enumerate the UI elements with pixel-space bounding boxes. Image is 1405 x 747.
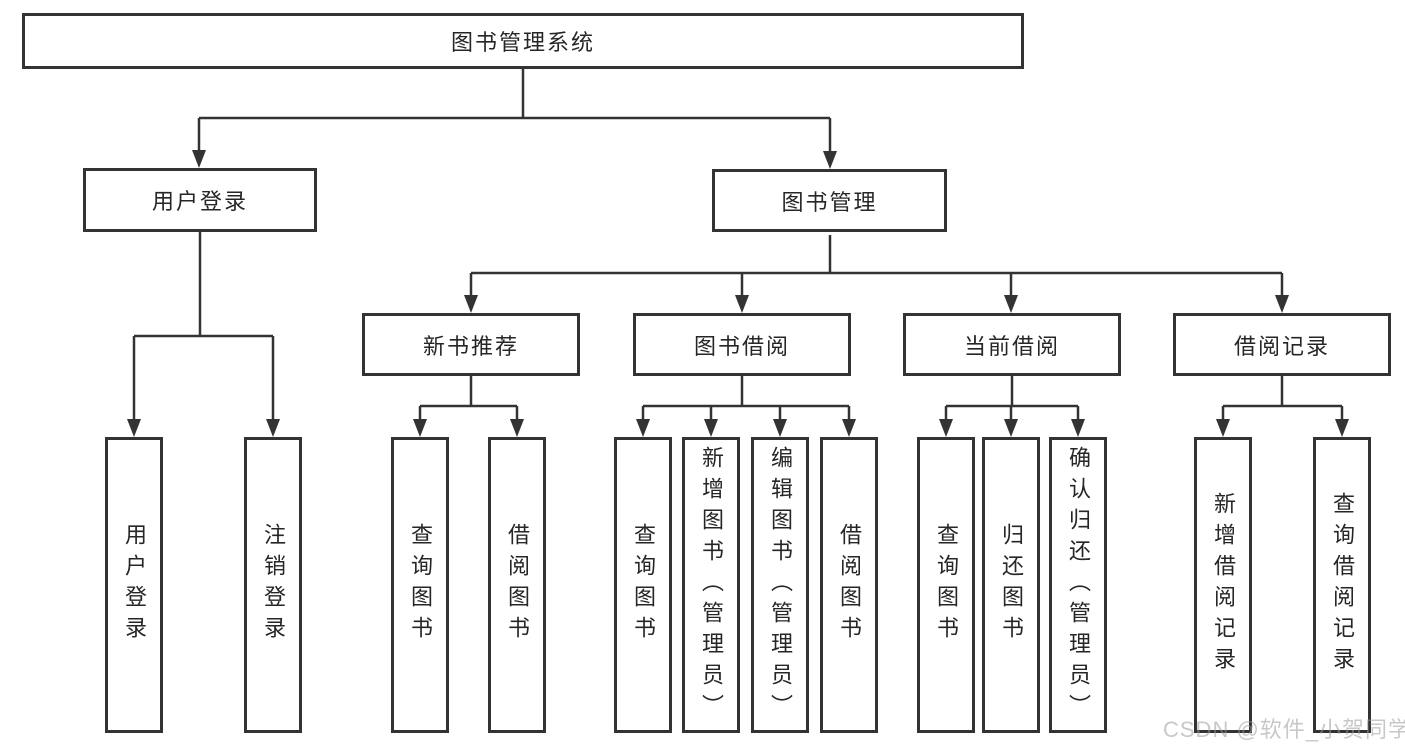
leaf-logout: 注销登录 — [244, 437, 302, 733]
leaf-query-book-current-label: 查询图书 — [934, 523, 959, 647]
leaf-borrow-book-recommend: 借阅图书 — [488, 437, 546, 733]
node-user-login: 用户登录 — [83, 168, 317, 232]
leaf-confirm-return-admin: 确认归还（管理员） — [1049, 437, 1107, 733]
leaf-query-book-recommend-label: 查询图书 — [408, 523, 433, 647]
leaf-add-borrow-record-label: 新增借阅记录 — [1211, 492, 1236, 678]
leaf-query-borrow-record-label: 查询借阅记录 — [1330, 492, 1355, 678]
leaf-user-login: 用户登录 — [105, 437, 163, 733]
node-current-borrow-label: 当前借阅 — [963, 333, 1060, 359]
node-book-management: 图书管理 — [712, 169, 947, 232]
leaf-user-login-label: 用户登录 — [122, 523, 147, 647]
node-current-borrow: 当前借阅 — [903, 313, 1121, 376]
node-borrow-record: 借阅记录 — [1173, 313, 1391, 376]
leaf-edit-book-admin-label: 编辑图书（管理员） — [768, 445, 793, 725]
leaf-return-book: 归还图书 — [982, 437, 1040, 733]
leaf-query-book-borrow: 查询图书 — [614, 437, 672, 733]
node-new-book-recommend: 新书推荐 — [362, 313, 580, 376]
leaf-query-book-borrow-label: 查询图书 — [631, 523, 656, 647]
leaf-borrow-book: 借阅图书 — [820, 437, 878, 733]
leaf-query-borrow-record: 查询借阅记录 — [1313, 437, 1371, 733]
tree-connectors — [132, 69, 1344, 420]
leaf-borrow-book-recommend-label: 借阅图书 — [505, 523, 530, 647]
node-user-login-label: 用户登录 — [151, 189, 248, 214]
leaf-query-book-current: 查询图书 — [917, 437, 975, 733]
leaf-query-book-recommend: 查询图书 — [391, 437, 449, 733]
leaf-add-book-admin: 新增图书（管理员） — [682, 437, 740, 733]
leaf-edit-book-admin: 编辑图书（管理员） — [751, 437, 809, 733]
leaf-borrow-book-label: 借阅图书 — [837, 523, 862, 647]
node-root-label: 图书管理系统 — [450, 30, 595, 55]
node-borrow-record-label: 借阅记录 — [1233, 333, 1330, 359]
watermark: CSDN @软件_小贺同学 — [1163, 717, 1405, 742]
arrowhead-icons — [127, 150, 1349, 437]
leaf-logout-label: 注销登录 — [261, 523, 286, 647]
node-new-book-recommend-label: 新书推荐 — [422, 333, 519, 359]
leaf-add-book-admin-label: 新增图书（管理员） — [699, 445, 724, 725]
leaf-add-borrow-record: 新增借阅记录 — [1194, 437, 1252, 733]
leaf-return-book-label: 归还图书 — [999, 523, 1024, 647]
leaf-confirm-return-admin-label: 确认归还（管理员） — [1066, 445, 1091, 725]
node-book-management-label: 图书管理 — [781, 189, 878, 215]
node-root: 图书管理系统 — [22, 13, 1024, 69]
node-book-borrow-label: 图书借阅 — [693, 333, 790, 359]
node-book-borrow: 图书借阅 — [633, 313, 851, 376]
